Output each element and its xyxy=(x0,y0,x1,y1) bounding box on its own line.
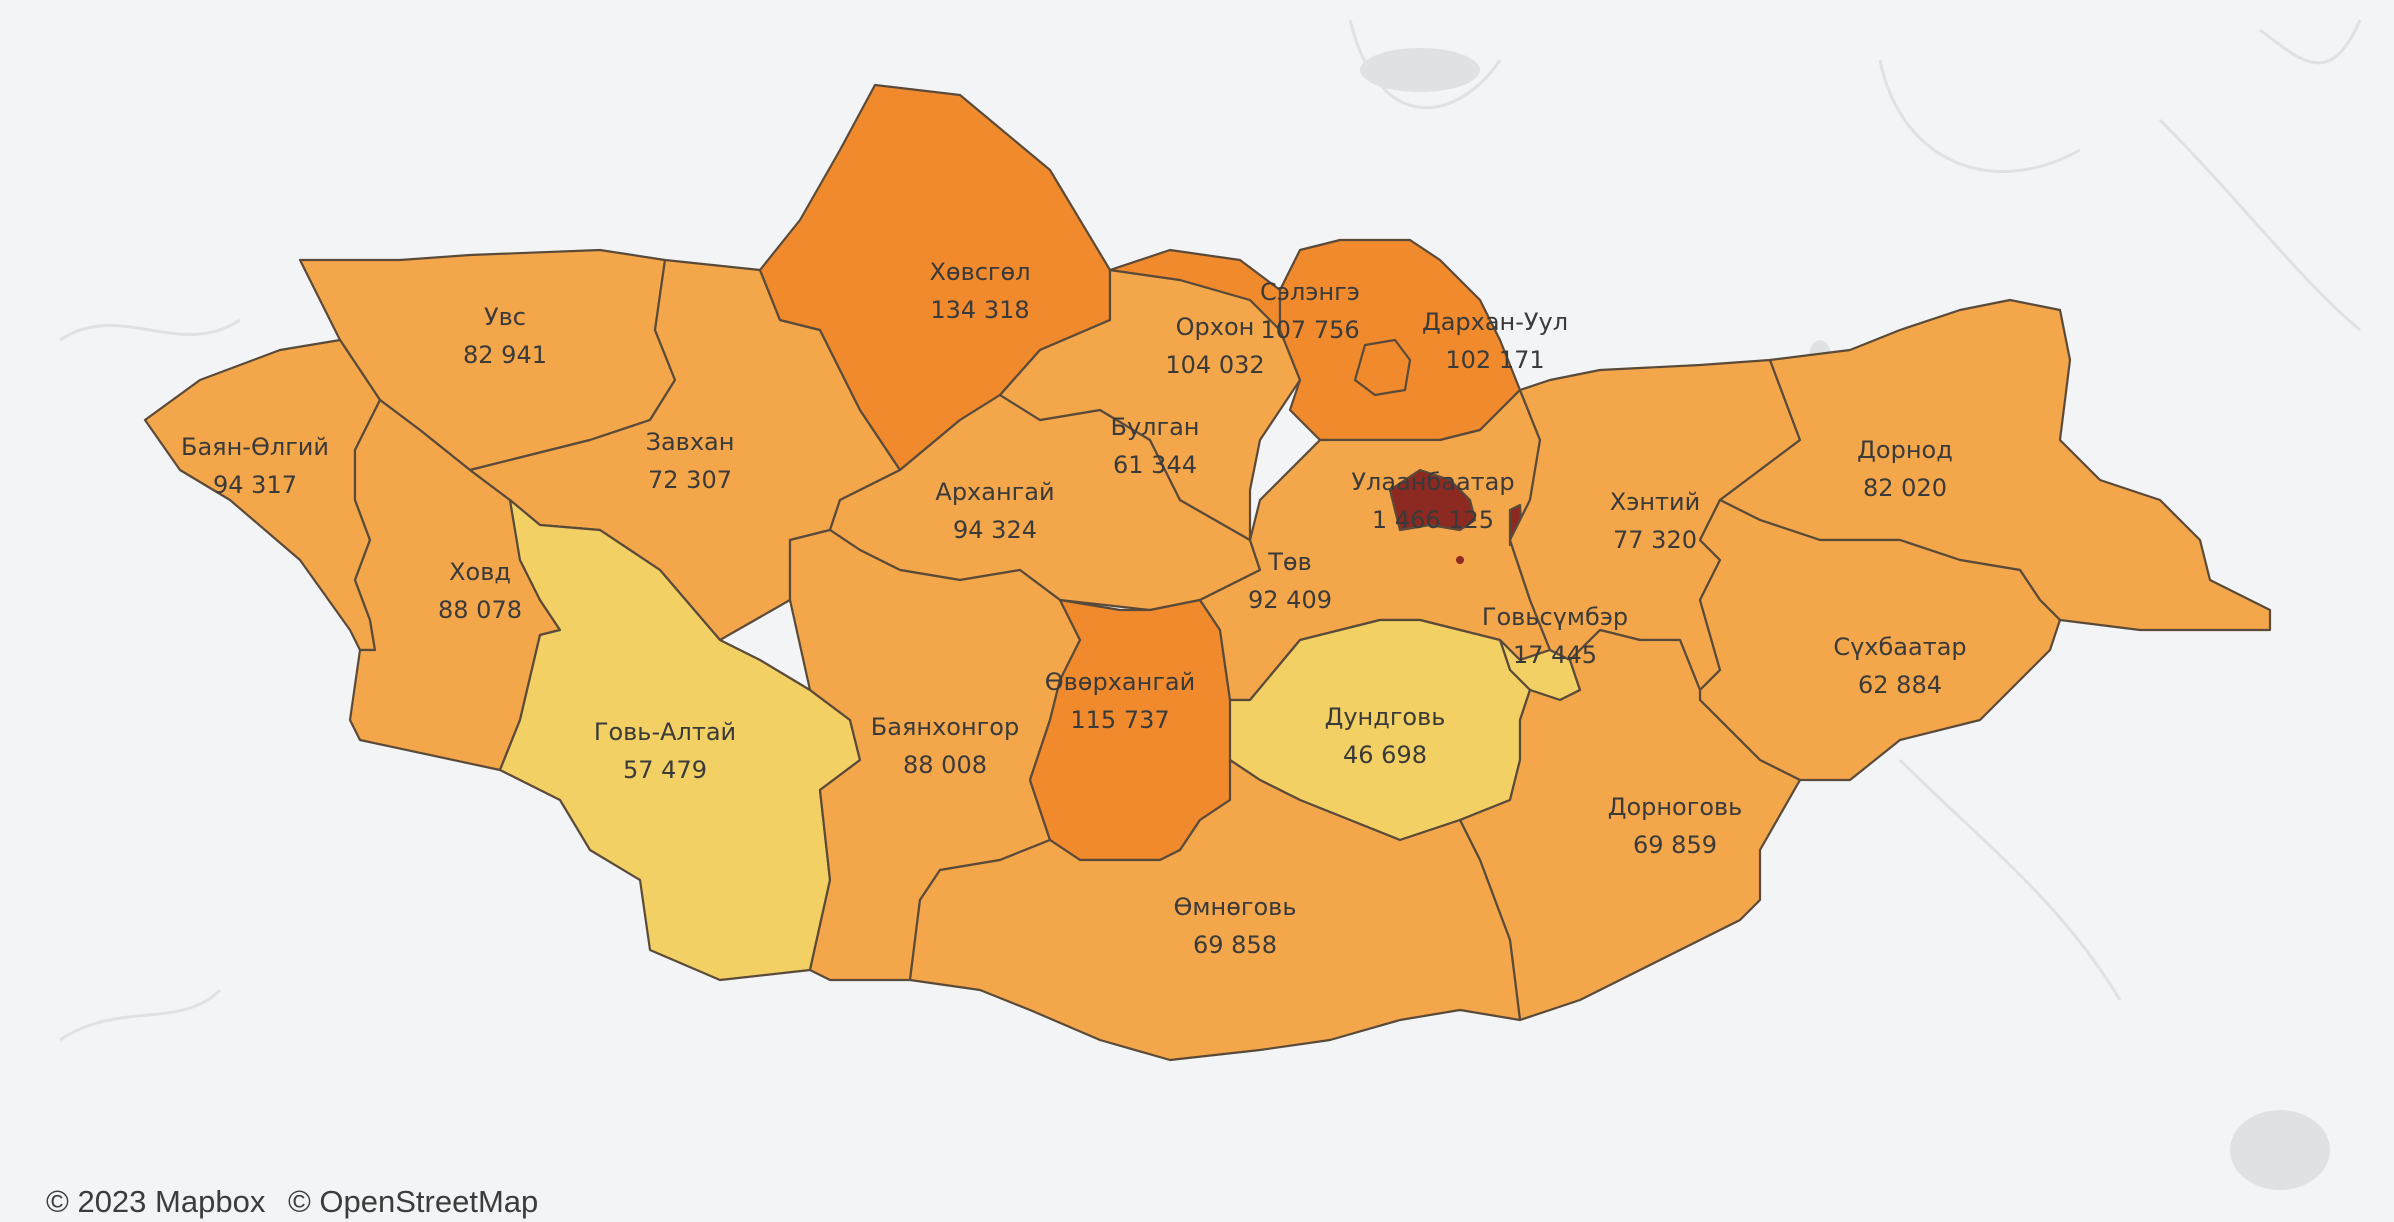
label-ulaanbaatar-name: Улаанбаатар xyxy=(1351,468,1514,496)
region-dornogovi[interactable] xyxy=(1458,628,1802,1022)
label-darkhan-uul-value: 102 171 xyxy=(1445,346,1544,374)
label-sukhbaatar-name: Сүхбаатар xyxy=(1833,633,1966,661)
label-govi-altai-name: Говь-Алтай xyxy=(594,718,736,746)
label-khentii-name: Хэнтий xyxy=(1610,488,1700,516)
region-darkhan-uul[interactable] xyxy=(1353,338,1412,397)
mapbox-attribution[interactable]: © 2023 Mapbox xyxy=(46,1184,266,1219)
osm-attribution[interactable]: © OpenStreetMap xyxy=(287,1184,539,1219)
basemap-lake xyxy=(1360,48,1480,92)
label-dornod-name: Дорнод xyxy=(1857,436,1953,464)
label-tuv-value: 92 409 xyxy=(1248,586,1332,614)
region-sukhbaatar[interactable] xyxy=(1698,498,2062,782)
label-darkhan-uul-name: Дархан-Уул xyxy=(1422,308,1568,336)
basemap-river xyxy=(2259,19,2362,65)
label-govisumber-value: 17 445 xyxy=(1513,641,1597,669)
label-arkhangai-name: Архангай xyxy=(935,478,1054,506)
label-khuvsgul-value: 134 318 xyxy=(930,296,1029,324)
map-attribution: © 2023 Mapbox © OpenStreetMap xyxy=(46,1184,552,1220)
basemap-river xyxy=(59,988,222,1042)
label-umnugovi-name: Өмнөговь xyxy=(1174,893,1297,921)
label-tuv-name: Төв xyxy=(1267,548,1312,576)
label-dornod-value: 82 020 xyxy=(1863,474,1947,502)
label-uvs-value: 82 941 xyxy=(463,341,547,369)
label-selenge-value: 107 756 xyxy=(1260,316,1359,344)
label-sukhbaatar-value: 62 884 xyxy=(1858,671,1942,699)
label-khovd-value: 88 078 xyxy=(438,596,522,624)
label-khuvsgul-name: Хөвсгөл xyxy=(929,258,1030,286)
label-bayan-olgii-name: Баян-Өлгий xyxy=(181,433,329,461)
basemap-river xyxy=(2158,118,2361,332)
label-ulaanbaatar-value: 1 466 125 xyxy=(1372,506,1494,534)
label-bulgan-name: Булган xyxy=(1110,413,1199,441)
label-khentii-value: 77 320 xyxy=(1613,526,1697,554)
label-selenge-name: Сэлэнгэ xyxy=(1260,278,1360,306)
label-arkhangai-value: 94 324 xyxy=(953,516,1037,544)
label-bayankhongor-name: Баянхонгор xyxy=(871,713,1019,741)
label-uvs-name: Увс xyxy=(484,303,526,331)
label-dornogovi-name: Дорноговь xyxy=(1608,793,1743,821)
label-zavkhan-value: 72 307 xyxy=(648,466,732,494)
region-govi-altai[interactable] xyxy=(498,498,862,982)
region-ulaanbaatar[interactable] xyxy=(1388,468,1477,532)
label-orkhon-name: Орхон xyxy=(1176,313,1255,341)
basemap-features xyxy=(59,19,2362,1042)
basemap-river xyxy=(1898,758,2122,1001)
label-umnugovi-value: 69 858 xyxy=(1193,931,1277,959)
label-bulgan-value: 61 344 xyxy=(1113,451,1197,479)
basemap-lake xyxy=(2230,1110,2330,1190)
region-umnugovi[interactable] xyxy=(908,758,1522,1062)
label-dornogovi-value: 69 859 xyxy=(1633,831,1717,859)
label-zavkhan-name: Завхан xyxy=(646,428,735,456)
ulaanbaatar-marker xyxy=(1456,556,1464,564)
label-uvurkhangai-value: 115 737 xyxy=(1070,706,1169,734)
label-bayan-olgii-value: 94 317 xyxy=(213,471,297,499)
label-govi-altai-value: 57 479 xyxy=(623,756,707,784)
label-bayankhongor-value: 88 008 xyxy=(903,751,987,779)
label-govisumber-name: Говьсүмбэр xyxy=(1482,603,1628,631)
label-dundgovi-name: Дундговь xyxy=(1325,703,1446,731)
basemap-river xyxy=(59,318,241,342)
basemap-river xyxy=(1348,19,1502,110)
basemap-river xyxy=(1878,59,2081,173)
label-uvurkhangai-name: Өвөрхангай xyxy=(1045,668,1195,696)
province-layer[interactable] xyxy=(143,83,2272,1062)
label-khovd-name: Ховд xyxy=(449,558,511,586)
label-dundgovi-value: 46 698 xyxy=(1343,741,1427,769)
label-orkhon-value: 104 032 xyxy=(1165,351,1264,379)
